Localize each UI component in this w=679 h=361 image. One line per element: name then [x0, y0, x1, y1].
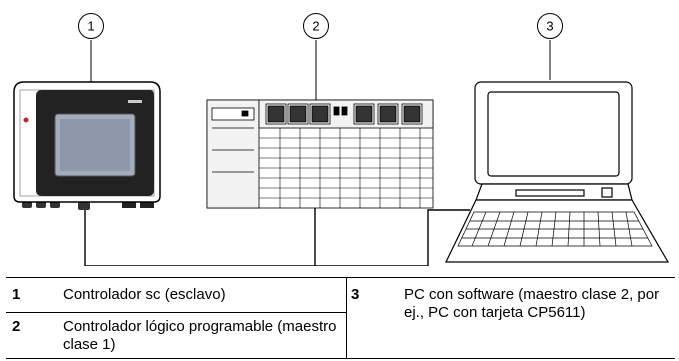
plc-rack-icon: [206, 99, 434, 209]
network-diagram: 1 2 3: [13, 13, 670, 266]
callout-1-label: 1: [87, 19, 94, 34]
legend-row-divider: [6, 312, 346, 313]
callout-2-label: 2: [312, 19, 319, 34]
legend-item-1-text: Controlador sc (esclavo): [63, 286, 226, 303]
legend-item-2: 2 Controlador lógico programable (maestr…: [6, 313, 346, 358]
callout-2: 2: [303, 13, 329, 100]
legend-table: 1 Controlador sc (esclavo) 2 Controlador…: [6, 277, 675, 359]
legend-item-2-number: 2: [12, 318, 21, 335]
legend-item-3: 3 PC con software (maestro clase 2, por …: [347, 278, 675, 358]
legend-item-1-number: 1: [12, 286, 21, 303]
callout-3: 3: [537, 13, 563, 80]
legend-item-3-text: PC con software (maestro clase 2, por ej…: [404, 286, 660, 321]
legend-item-2-text: Controlador lógico programable (maestro …: [63, 318, 337, 353]
legend-item-3-number: 3: [351, 286, 360, 303]
legend-column-divider: [346, 278, 347, 358]
legend-item-1: 1 Controlador sc (esclavo): [6, 278, 346, 312]
callout-1: 1: [78, 13, 104, 82]
bus-cable: [84, 205, 470, 266]
laptop-pc-icon: [445, 81, 670, 263]
callout-3-label: 3: [546, 19, 553, 34]
sc-controller-device: [13, 81, 161, 210]
